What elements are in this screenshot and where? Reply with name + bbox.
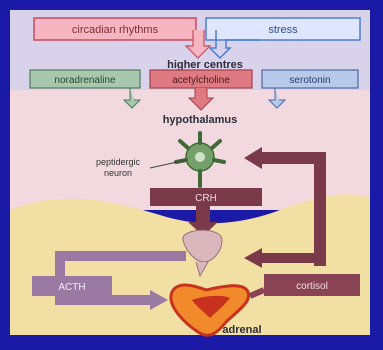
adrenal-label: adrenal <box>222 324 261 336</box>
stress-label: stress <box>268 24 298 36</box>
noradrenaline-label: noradrenaline <box>54 75 116 86</box>
crh-label: CRH <box>195 193 217 204</box>
cortisol-label: cortisol <box>296 281 328 292</box>
higher-centres-label: higher centres <box>167 59 243 71</box>
peptidergic-label-line1: peptidergic <box>96 157 141 167</box>
peptidergic-label-line2: neuron <box>104 168 132 178</box>
circadian-label: circadian rhythms <box>72 24 159 36</box>
acetylcholine-label: acetylcholine <box>172 75 230 86</box>
acth-label: ACTH <box>58 282 85 293</box>
hypothalamus-label: hypothalamus <box>163 114 238 126</box>
serotonin-label: serotonin <box>289 75 330 86</box>
